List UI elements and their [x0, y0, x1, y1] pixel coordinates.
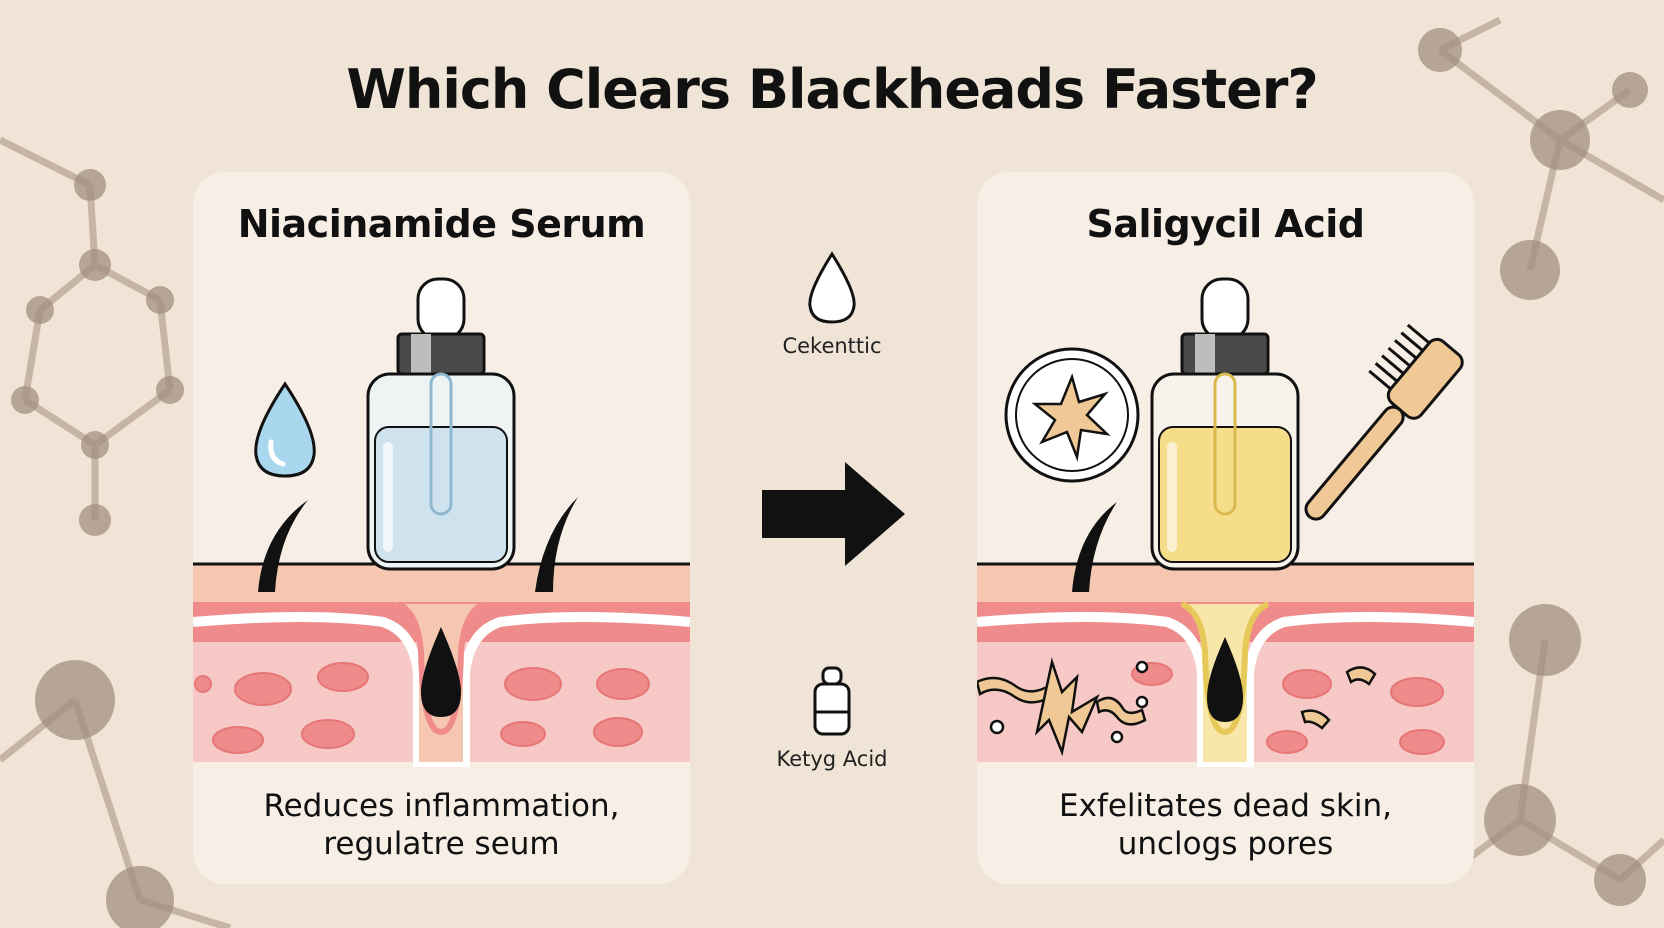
caption-line: Exfelitates dead skin, — [1058, 788, 1393, 824]
niacinamide-caption: Reduces inflammation, regulatre seum — [193, 787, 690, 863]
salicylic-caption: Exfelitates dead skin, unclogs pores — [977, 787, 1474, 863]
water-drop-icon — [808, 251, 856, 324]
blackhead-icon — [421, 627, 461, 717]
salicylic-card: Saligycil Acid Exfelitates dead skin, un… — [977, 172, 1474, 884]
caption-line: Reduces inflammation, — [263, 788, 620, 824]
hair-icon — [535, 497, 578, 592]
caption-line: unclogs pores — [1117, 826, 1334, 862]
dead-skin-debris — [977, 657, 1377, 757]
brush-icon — [1304, 323, 1464, 521]
blackhead-icon — [1207, 637, 1243, 722]
small-bottle-icon — [813, 666, 851, 736]
middle-top-label: Cekenttic — [782, 334, 882, 358]
hair-icon — [258, 500, 308, 592]
skin-cells — [194, 662, 650, 754]
niacinamide-card: Niacinamide Serum Reduces inflammation, … — [193, 172, 690, 884]
arrow-right-icon — [762, 462, 905, 566]
page-title: Which Clears Blackheads Faster? — [346, 58, 1318, 121]
middle-bottom-label: Ketyg Acid — [776, 747, 888, 771]
niacinamide-illustration — [193, 277, 690, 767]
dropper-bottle-icon — [1150, 277, 1300, 571]
salicylic-title: Saligycil Acid — [1086, 202, 1366, 246]
niacinamide-title: Niacinamide Serum — [237, 202, 646, 246]
microbe-circle-icon — [1004, 347, 1140, 483]
caption-line: regulatre seum — [323, 826, 560, 862]
salicylic-illustration — [977, 277, 1474, 767]
dropper-bottle-icon — [366, 277, 516, 571]
hair-icon — [1072, 502, 1117, 592]
